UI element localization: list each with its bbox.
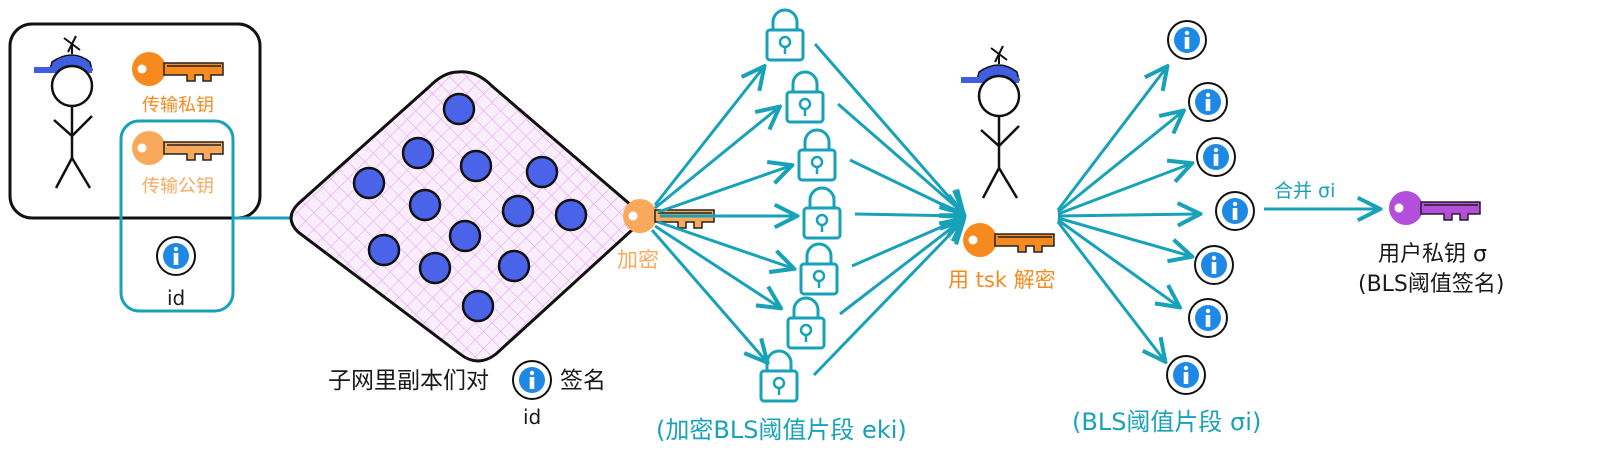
lock-icon-7 — [759, 349, 799, 403]
tsk-key-icon — [962, 222, 1055, 258]
encrypted-shares-label: (加密BLS阈值片段 eki) — [656, 416, 907, 444]
subnet-diamond — [289, 70, 640, 363]
subnet-info-icon — [512, 360, 552, 400]
replica-nodes — [352, 92, 588, 323]
lock-icon-4 — [802, 186, 842, 240]
decryptor-stick-figure-icon — [961, 46, 1019, 198]
sig-share-info-icon-6 — [1188, 298, 1228, 338]
sig-share-info-icon-5 — [1194, 245, 1234, 285]
share-arrows — [1056, 68, 1198, 360]
decrypt-arrows — [812, 43, 962, 377]
user-private-key-icon — [1388, 190, 1481, 226]
user-id-label: id — [167, 286, 186, 310]
sig-share-info-icon-1 — [1167, 20, 1207, 60]
lock-icon-3 — [797, 128, 837, 182]
combine-label: 合并 σi — [1274, 180, 1336, 202]
lock-icon-2 — [785, 70, 825, 124]
lock-icon-6 — [786, 296, 826, 350]
signature-shares-label: (BLS阈值片段 σi) — [1072, 408, 1262, 436]
sig-share-info-icon-4 — [1215, 191, 1255, 231]
subnet-id-label: id — [523, 405, 542, 429]
subnet-caption-prefix: 子网里副本们对 — [328, 368, 489, 394]
public-key-id-box — [119, 119, 235, 313]
lock-icon-5 — [799, 242, 839, 296]
encrypt-arrows — [650, 68, 795, 361]
result-line1: 用户私钥 σ — [1378, 242, 1487, 267]
lock-icon-1 — [765, 8, 805, 62]
result-line2: (BLS阈值签名) — [1358, 272, 1505, 297]
transport-public-key-label: 传输公钥 — [142, 176, 214, 197]
sig-share-info-icon-2 — [1188, 82, 1228, 122]
subnet-caption-suffix: 签名 — [560, 368, 606, 394]
sig-share-info-icon-3 — [1196, 137, 1236, 177]
sig-share-info-icon-7 — [1166, 355, 1206, 395]
decrypt-label: 用 tsk 解密 — [948, 268, 1056, 292]
encrypt-label: 加密 — [617, 248, 659, 272]
transport-private-key-label: 传输私钥 — [142, 95, 214, 116]
user-info-icon — [156, 236, 196, 276]
